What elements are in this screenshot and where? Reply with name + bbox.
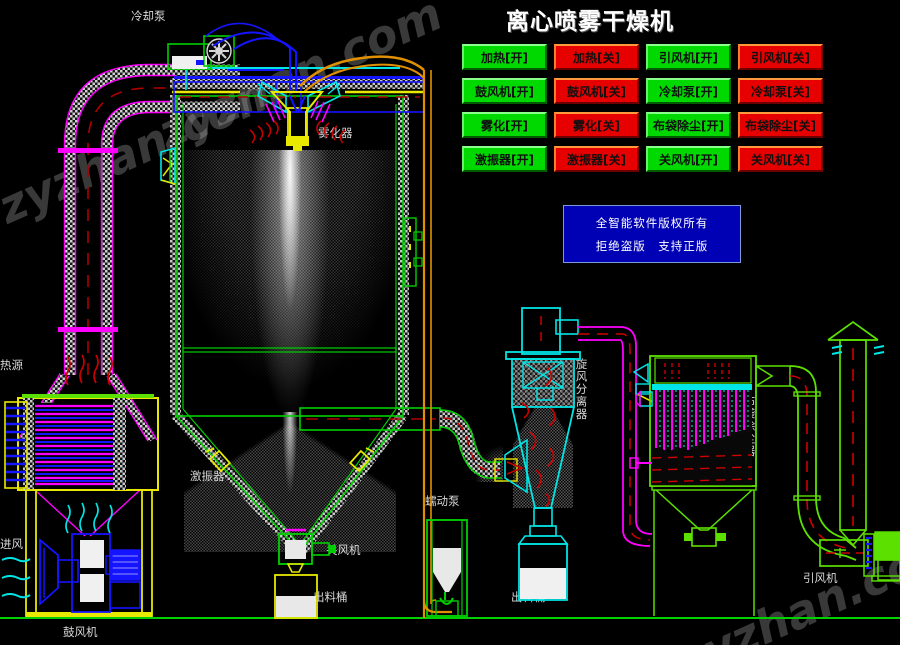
control-button-鼓风机[关][interactable]: 鼓风机[关] (554, 78, 639, 104)
label-cyclone-separator: 旋风分离器 (574, 358, 589, 421)
copyright-line-1: 全智能软件版权所有 (595, 215, 709, 230)
control-button-布袋除尘[关][interactable]: 布袋除尘[关] (738, 112, 823, 138)
label-cooling-pump: 冷却泵 (131, 9, 166, 23)
control-button-激振器[开][interactable]: 激振器[开] (462, 146, 547, 172)
label-heat-source: 热源 (0, 358, 23, 372)
control-button-引风机[关][interactable]: 引风机[关] (738, 44, 823, 70)
control-button-激振器[关][interactable]: 激振器[关] (554, 146, 639, 172)
control-button-布袋除尘[开][interactable]: 布袋除尘[开] (646, 112, 731, 138)
control-button-关风机[关][interactable]: 关风机[关] (738, 146, 823, 172)
control-button-冷却泵[开][interactable]: 冷却泵[开] (646, 78, 731, 104)
control-button-引风机[开][interactable]: 引风机[开] (646, 44, 731, 70)
copyright-line-2: 拒绝盗版 支持正版 (595, 238, 709, 253)
control-button-冷却泵[关][interactable]: 冷却泵[关] (738, 78, 823, 104)
cone-cloud (184, 412, 396, 552)
control-button-加热[开][interactable]: 加热[开] (462, 44, 547, 70)
ground-line (0, 617, 900, 619)
control-button-加热[关][interactable]: 加热[关] (554, 44, 639, 70)
label-vibrator: 激振器 (190, 469, 225, 483)
control-button-鼓风机[开][interactable]: 鼓风机[开] (462, 78, 547, 104)
control-button-关风机[开][interactable]: 关风机[开] (646, 146, 731, 172)
label-blower: 鼓风机 (63, 625, 98, 639)
control-button-雾化[开][interactable]: 雾化[开] (462, 112, 547, 138)
page-title: 离心喷雾干燥机 (506, 9, 674, 35)
copyright-plate: 全智能软件版权所有 拒绝盗版 支持正版 (563, 205, 741, 263)
label-peristaltic-pump: 蠕动泵 (425, 494, 460, 508)
label-induced-draft-fan: 引风机 (803, 571, 838, 585)
label-discharge-bucket-1: 出料桶 (313, 590, 348, 604)
drying-chamber-cloud (184, 150, 396, 412)
control-button-雾化[关][interactable]: 雾化[关] (554, 112, 639, 138)
label-air-inlet: 进风 (0, 537, 23, 551)
